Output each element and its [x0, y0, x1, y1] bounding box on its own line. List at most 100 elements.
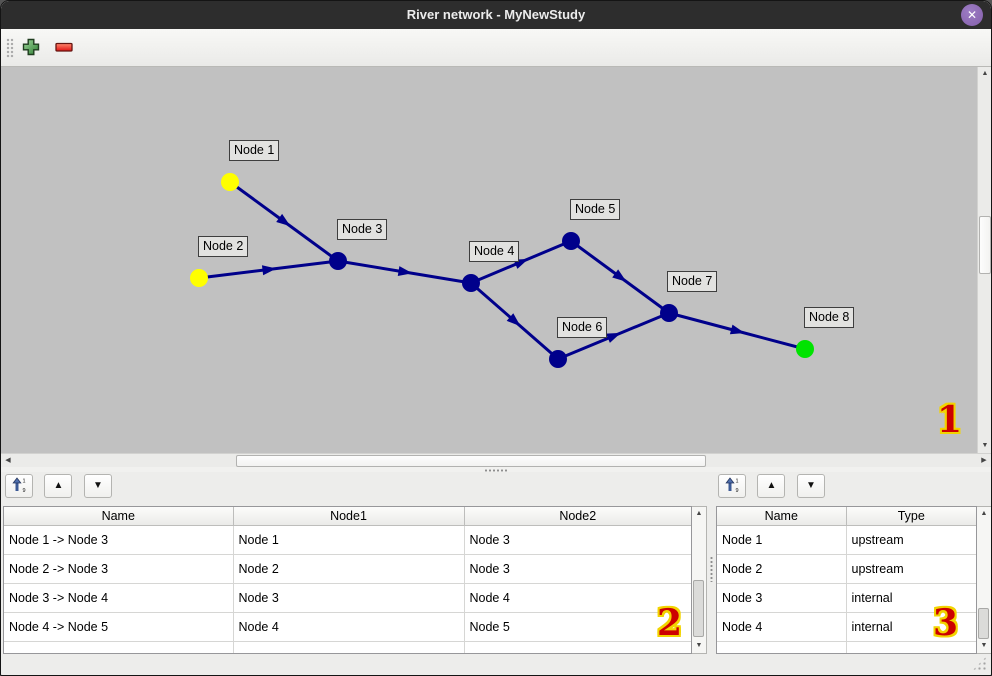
move-up-button[interactable]: ▲: [757, 474, 786, 498]
svg-text:1: 1: [22, 479, 25, 485]
svg-text:9: 9: [22, 488, 25, 493]
links-column-header-node1[interactable]: Node1: [232, 507, 465, 526]
river-node-n7[interactable]: [660, 304, 678, 322]
close-button[interactable]: ✕: [961, 4, 983, 26]
scroll-up-icon[interactable]: ▲: [695, 510, 703, 517]
river-node-n6[interactable]: [549, 350, 567, 368]
river-link-n4-to-n6[interactable]: [470, 281, 559, 361]
node-label-n5[interactable]: Node 5: [570, 199, 621, 220]
links-cell: Node 2 -> Node 3: [4, 554, 234, 584]
nodes-cell: upstream: [845, 525, 976, 555]
nodes-pane-toolbar: 1 9 ▲ ▼: [718, 474, 832, 500]
canvas-vertical-scrollbar[interactable]: ▲ ▼: [977, 67, 991, 453]
add-button[interactable]: [17, 34, 45, 62]
links-cell: Node 2: [232, 554, 465, 584]
river-node-n1[interactable]: [221, 173, 239, 191]
nodes-cell: internal: [845, 612, 976, 642]
scroll-down-icon[interactable]: ▼: [695, 642, 703, 649]
river-link-n7-to-n8[interactable]: [668, 311, 806, 351]
nodes-column-header-type[interactable]: Type: [845, 507, 976, 526]
scroll-up-icon[interactable]: ▲: [981, 70, 989, 77]
toolbar-drag-handle[interactable]: [6, 38, 14, 58]
links-column-header-name[interactable]: Name: [4, 507, 234, 526]
links-cell: Node 1: [232, 525, 465, 555]
up-triangle-icon: ▲: [53, 480, 64, 491]
river-link-n4-to-n5[interactable]: [470, 239, 572, 285]
nodes-cell: upstream: [845, 554, 976, 584]
nodes-cell: Node 1: [717, 525, 847, 555]
nodes-column-header-name[interactable]: Name: [717, 507, 847, 526]
nodes-cell: Node 4: [717, 612, 847, 642]
river-link-n3-to-n4[interactable]: [337, 259, 472, 285]
splitter-handle-icon: [484, 469, 508, 472]
river-link-n5-to-n7[interactable]: [570, 239, 670, 315]
links-column-header-node2[interactable]: Node2: [463, 507, 691, 526]
move-up-button[interactable]: ▲: [44, 474, 73, 498]
river-link-n1-to-n3[interactable]: [229, 180, 339, 263]
river-network-graph: [190, 173, 814, 368]
sort-links-button[interactable]: 1 9: [5, 474, 33, 498]
nodes-cell: Node 3: [717, 583, 847, 613]
river-node-n5[interactable]: [562, 232, 580, 250]
canvas-horizontal-scrollbar[interactable]: ◀ ▶: [1, 453, 991, 467]
node-label-n2[interactable]: Node 2: [198, 236, 249, 257]
links-pane-toolbar: 1 9 ▲ ▼: [5, 474, 119, 500]
node-label-n8[interactable]: Node 8: [804, 307, 855, 328]
sort-nodes-button[interactable]: 1 9: [718, 474, 746, 498]
river-node-n3[interactable]: [329, 252, 347, 270]
river-link-n2-to-n3[interactable]: [198, 259, 339, 280]
links-scroll-thumb[interactable]: [693, 580, 704, 637]
move-down-button[interactable]: ▼: [796, 474, 825, 498]
scroll-left-icon[interactable]: ◀: [5, 457, 11, 464]
titlebar[interactable]: River network - MyNewStudy ✕: [1, 1, 991, 29]
down-triangle-icon: ▼: [92, 480, 103, 491]
node-label-n1[interactable]: Node 1: [229, 140, 280, 161]
scroll-down-icon[interactable]: ▼: [981, 442, 989, 449]
vertical-splitter[interactable]: [709, 472, 714, 675]
river-node-n2[interactable]: [190, 269, 208, 287]
river-node-n4[interactable]: [462, 274, 480, 292]
node-label-n7[interactable]: Node 7: [667, 271, 718, 292]
canvas-hscroll-thumb[interactable]: [236, 455, 706, 467]
horizontal-splitter[interactable]: [1, 467, 991, 472]
links-cell: Node 4: [232, 612, 465, 642]
node-label-n6[interactable]: Node 6: [557, 317, 608, 338]
remove-button[interactable]: [50, 34, 78, 62]
down-triangle-icon: ▼: [805, 480, 816, 491]
node-label-n4[interactable]: Node 4: [469, 241, 520, 262]
scroll-right-icon[interactable]: ▶: [981, 457, 987, 464]
canvas-vscroll-thumb[interactable]: [979, 216, 991, 274]
links-cell: Node 5: [463, 612, 691, 642]
nodes-cell: internal: [845, 583, 976, 613]
node-label-n3[interactable]: Node 3: [337, 219, 388, 240]
links-table-scrollbar[interactable]: ▲ ▼: [692, 506, 707, 654]
nodes-table-scrollbar[interactable]: ▲ ▼: [977, 506, 991, 654]
river-link-n6-to-n7[interactable]: [557, 311, 670, 361]
scroll-up-icon[interactable]: ▲: [980, 510, 988, 517]
window-title: River network - MyNewStudy: [406, 7, 586, 22]
minus-icon: [54, 42, 74, 60]
main-toolbar: [1, 29, 991, 67]
nodes-scroll-thumb[interactable]: [978, 608, 989, 639]
links-cell: Node 3: [463, 554, 691, 584]
move-down-button[interactable]: ▼: [83, 474, 112, 498]
scroll-down-icon[interactable]: ▼: [980, 642, 988, 649]
links-cell: Node 3: [232, 583, 465, 613]
river-network-canvas[interactable]: Node 1 Node 2 Node 3 Node 4 Node 5 Node 6 Node…: [1, 67, 977, 453]
links-cell: Node 3: [463, 525, 691, 555]
river-node-n8[interactable]: [796, 340, 814, 358]
up-triangle-icon: ▲: [766, 480, 777, 491]
